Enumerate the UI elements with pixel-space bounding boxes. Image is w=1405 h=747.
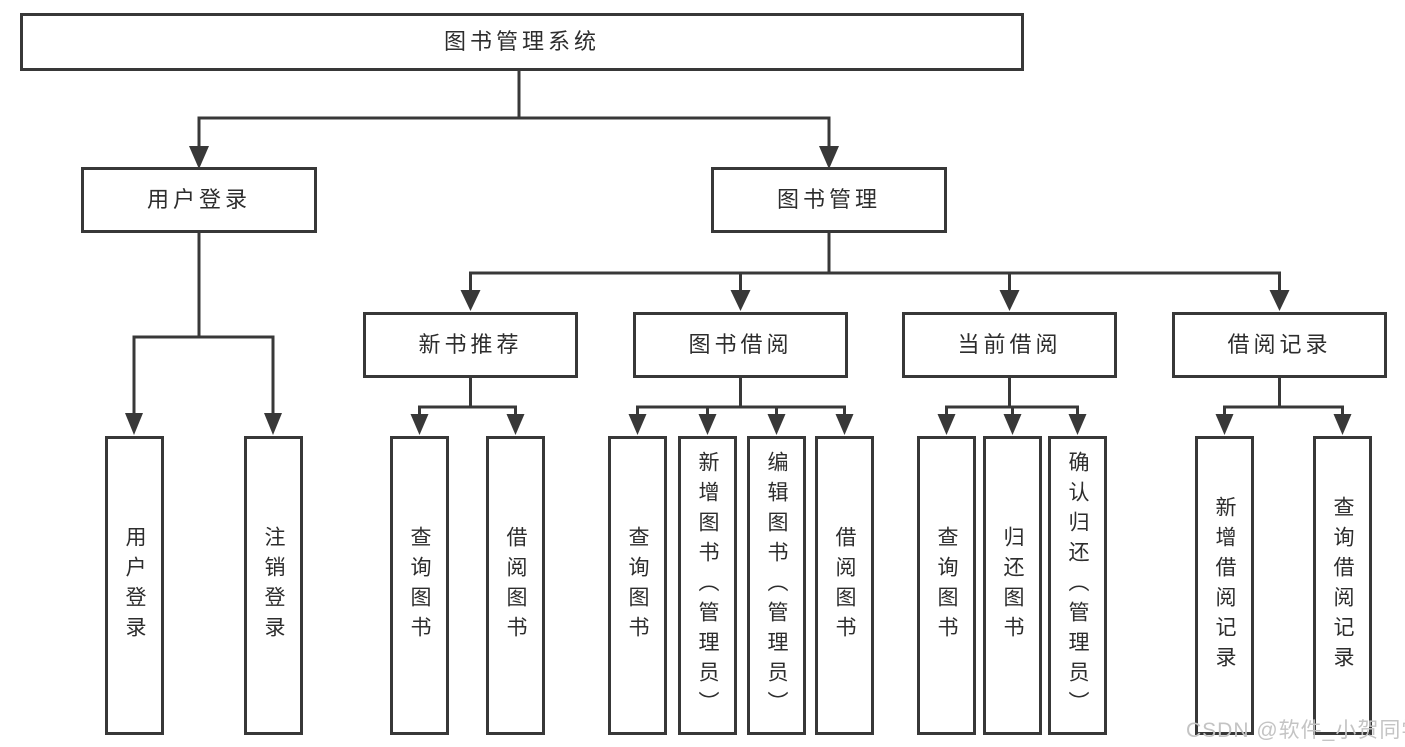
leaf-add-books-admin: 新增图书（管理员） (678, 436, 737, 735)
node-label: 图书管理 (776, 187, 881, 212)
node-label: 编辑图书（管理员） (765, 450, 788, 721)
node-new-book-recommendation: 新书推荐 (363, 312, 578, 378)
leaf-edit-books-admin: 编辑图书（管理员） (747, 436, 806, 735)
leaf-return-books: 归还图书 (983, 436, 1042, 735)
node-label: 查询借阅记录 (1331, 495, 1354, 676)
node-borrowing-records: 借阅记录 (1172, 312, 1387, 378)
node-label: 图书借阅 (688, 332, 793, 357)
node-label: 查询图书 (408, 525, 431, 646)
node-label: 图书管理系统 (443, 29, 600, 54)
leaf-search-books-borrowing: 查询图书 (608, 436, 667, 735)
node-label: 用户登录 (123, 525, 146, 646)
node-label: 新增图书（管理员） (696, 450, 719, 721)
node-user-login: 用户登录 (81, 167, 317, 233)
leaf-borrow-books-borrowing: 借阅图书 (815, 436, 874, 735)
leaf-add-borrowing-record: 新增借阅记录 (1195, 436, 1254, 735)
node-label: 归还图书 (1001, 525, 1024, 646)
node-label: 确认归还（管理员） (1066, 450, 1089, 721)
node-label: 借阅记录 (1227, 332, 1332, 357)
node-label: 新增借阅记录 (1213, 495, 1236, 676)
node-label: 查询图书 (626, 525, 649, 646)
leaf-user-login: 用户登录 (105, 436, 164, 735)
leaf-confirm-return-admin: 确认归还（管理员） (1048, 436, 1107, 735)
leaf-search-books-current: 查询图书 (917, 436, 976, 735)
leaf-borrow-books-recommend: 借阅图书 (486, 436, 545, 735)
node-label: 查询图书 (935, 525, 958, 646)
node-book-borrowing: 图书借阅 (633, 312, 848, 378)
node-label: 借阅图书 (504, 525, 527, 646)
leaf-logout: 注销登录 (244, 436, 303, 735)
leaf-search-books-recommend: 查询图书 (390, 436, 449, 735)
node-label: 用户登录 (146, 187, 251, 212)
node-label: 当前借阅 (957, 332, 1062, 357)
leaf-search-borrowing-record: 查询借阅记录 (1313, 436, 1372, 735)
node-label: 借阅图书 (833, 525, 856, 646)
node-label: 新书推荐 (418, 332, 523, 357)
node-current-borrowing: 当前借阅 (902, 312, 1117, 378)
node-library-management-system: 图书管理系统 (20, 13, 1024, 71)
node-book-management: 图书管理 (711, 167, 947, 233)
node-label: 注销登录 (262, 525, 285, 646)
csdn-watermark: CSDN @软件_小贺同学 (1186, 719, 1405, 742)
